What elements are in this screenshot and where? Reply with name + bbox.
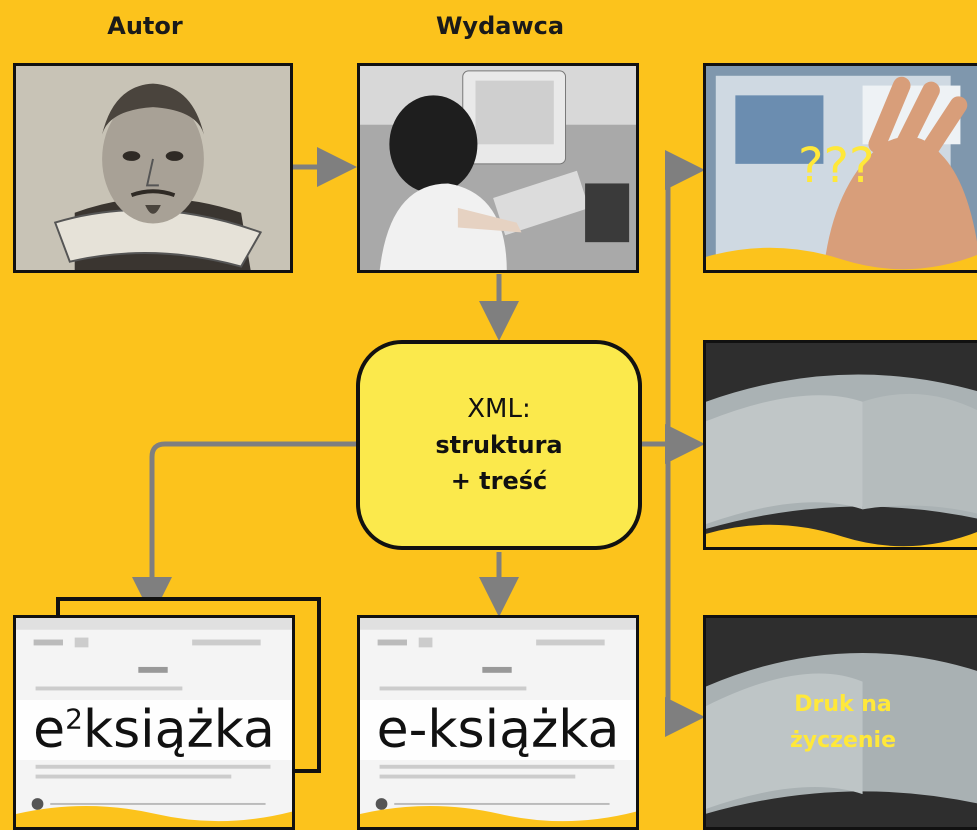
arrow-branch-bottom xyxy=(665,444,705,737)
page-wave-edge xyxy=(16,806,292,827)
e2-book-title: e2książka xyxy=(16,700,292,760)
shakespeare-portrait-image xyxy=(16,66,290,270)
e2-word: książka xyxy=(82,700,275,760)
arrow-branch-top xyxy=(665,150,705,444)
ebook-title: e-książka xyxy=(360,700,636,760)
publisher-photo xyxy=(357,63,639,273)
arrow-xml-e2book xyxy=(132,441,356,617)
e2-prefix: e xyxy=(33,700,66,760)
xml-label: XML: xyxy=(467,394,531,424)
print-on-demand-photo: Druk na życzenie xyxy=(703,615,977,830)
print-on-demand-line2: życzenie xyxy=(789,728,897,753)
content-label: + treść xyxy=(450,467,548,495)
publisher-header: Wydawca xyxy=(435,12,565,40)
author-header: Autor xyxy=(107,12,183,40)
ebook-page: e-książka xyxy=(357,615,639,830)
author-portrait xyxy=(13,63,293,273)
print-on-demand-line1: Druk na xyxy=(794,692,892,717)
printed-book-photo xyxy=(703,340,977,550)
e2-superscript: 2 xyxy=(65,702,83,736)
xml-structure-content-box: XML: struktura + treść xyxy=(356,340,642,550)
person-at-computer-image xyxy=(360,66,636,270)
structure-label: struktura xyxy=(435,431,563,459)
unknown-label: ??? xyxy=(798,138,875,194)
e2-book-page: e2książka xyxy=(13,615,295,830)
open-book-image xyxy=(706,343,977,547)
open-book-image-2 xyxy=(706,618,977,827)
page-wave-edge-2 xyxy=(360,806,636,827)
unknown-device-photo: ??? xyxy=(703,63,977,273)
tablet-hand-image xyxy=(706,66,977,270)
